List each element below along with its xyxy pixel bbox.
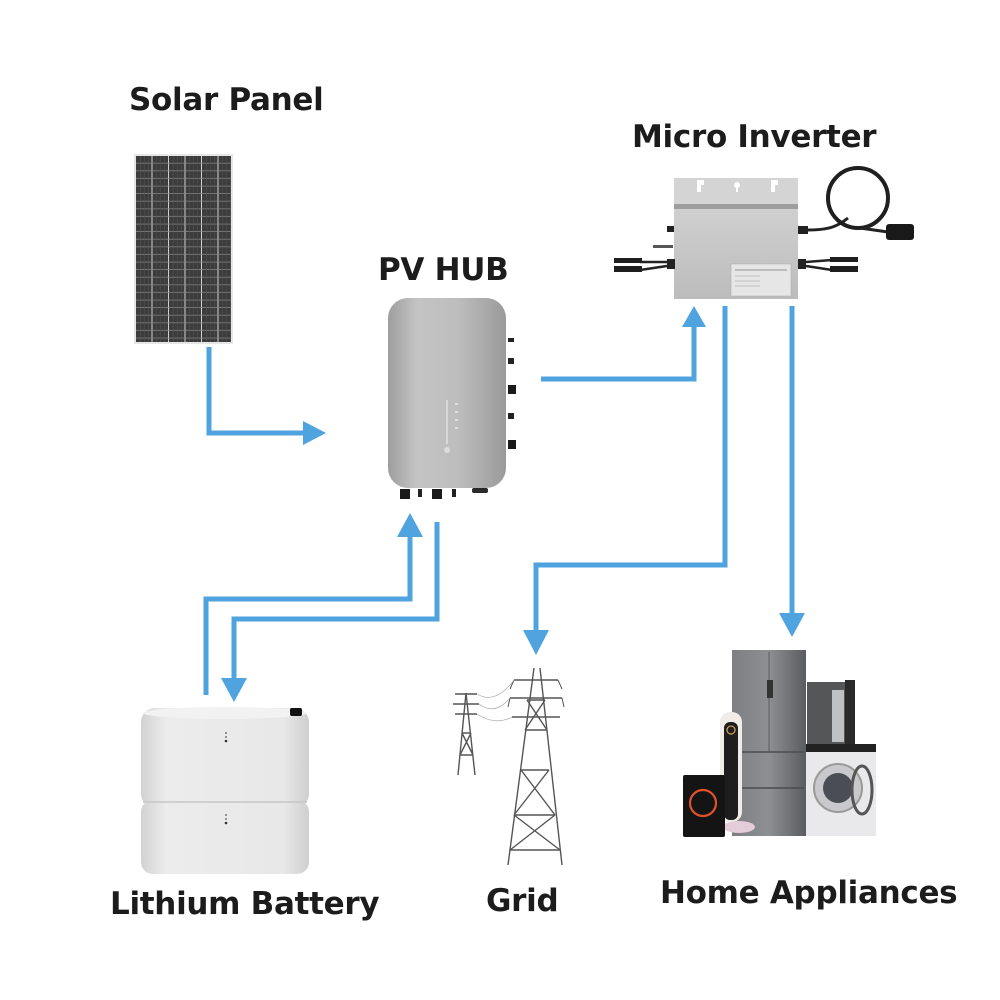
arrow-hub-to-inverter — [541, 306, 706, 382]
home-appliances-label: Home Appliances — [660, 875, 958, 911]
appliances-icon — [683, 650, 876, 837]
arrow-hub-to-battery — [221, 522, 440, 702]
solar-panel-icon — [134, 154, 233, 344]
battery-icon — [141, 707, 309, 874]
lithium-battery-label: Lithium Battery — [110, 886, 380, 922]
micro-inverter-icon — [614, 166, 914, 299]
arrow-inverter-to-grid — [523, 306, 728, 655]
arrow-solar-to-hub — [206, 347, 326, 445]
pv-hub-label: PV HUB — [378, 252, 509, 288]
solar-panel-label: Solar Panel — [129, 82, 324, 118]
micro-inverter-label: Micro Inverter — [632, 119, 877, 155]
grid-label: Grid — [486, 883, 559, 919]
arrow-battery-to-hub — [203, 513, 423, 695]
power-tower-icon — [453, 667, 565, 866]
pv-hub-icon — [388, 298, 516, 499]
arrow-inverter-to-appliances — [779, 306, 805, 637]
flow-arrows — [203, 306, 805, 702]
